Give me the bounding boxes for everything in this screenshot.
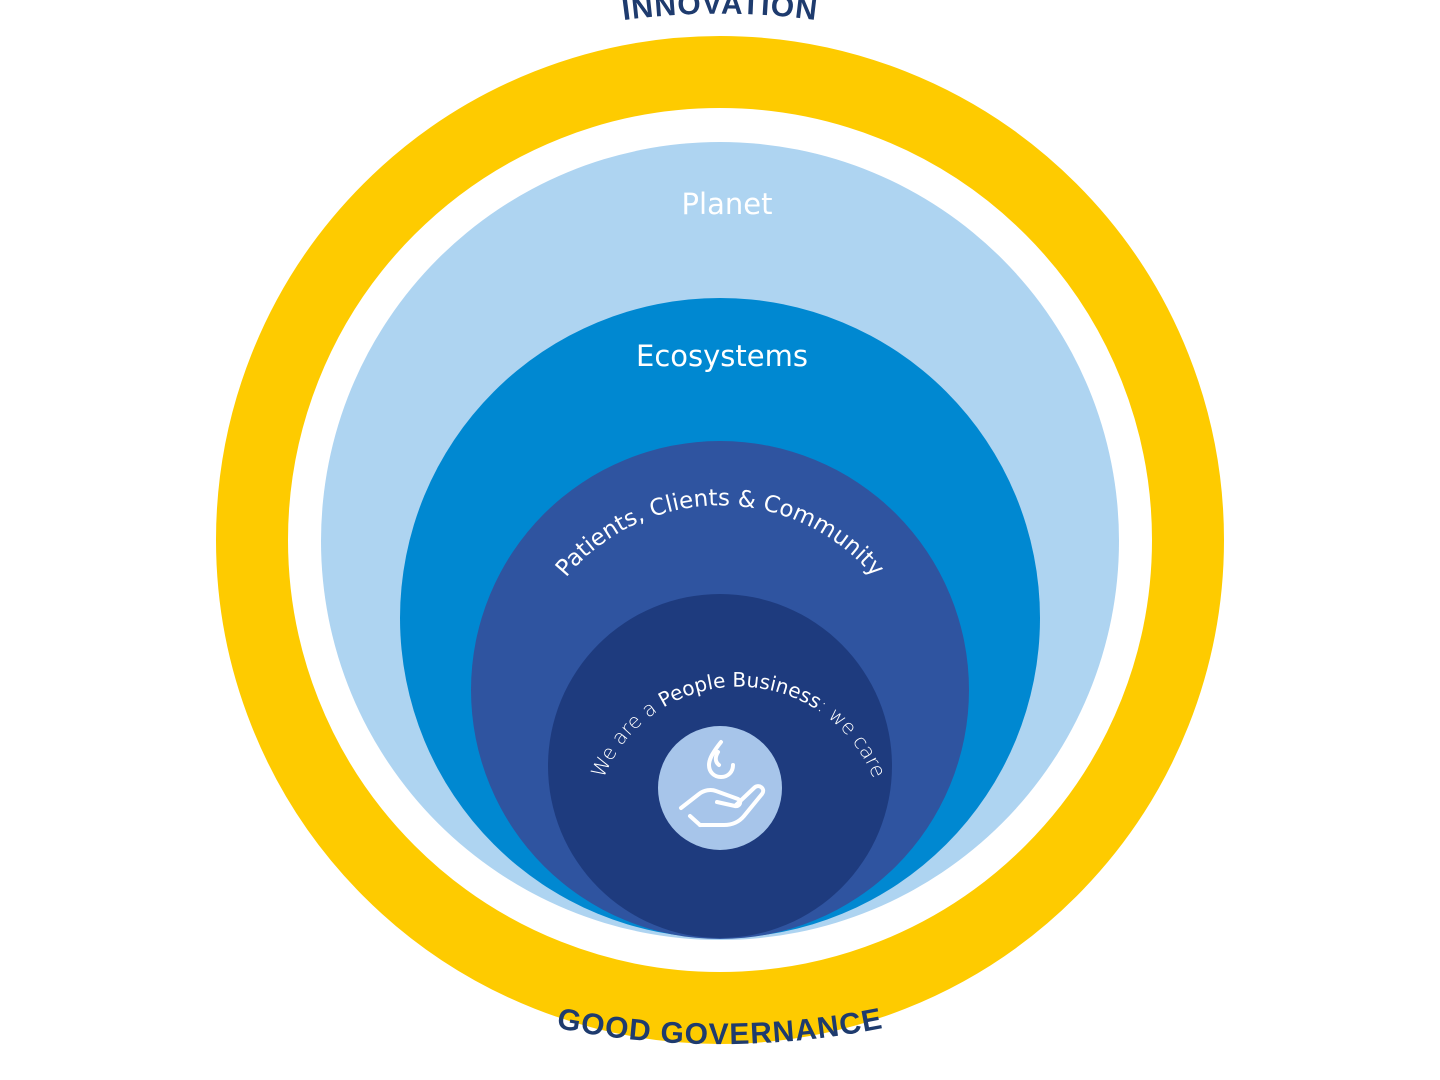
ecosystems-label: Ecosystems [636,339,808,373]
governance-ring [216,36,1224,1044]
planet-label: Planet [682,187,773,221]
innovation-label: INNOVATION [620,0,820,27]
hand-holding-drop-icon [679,740,766,827]
icon-badge [658,726,782,850]
